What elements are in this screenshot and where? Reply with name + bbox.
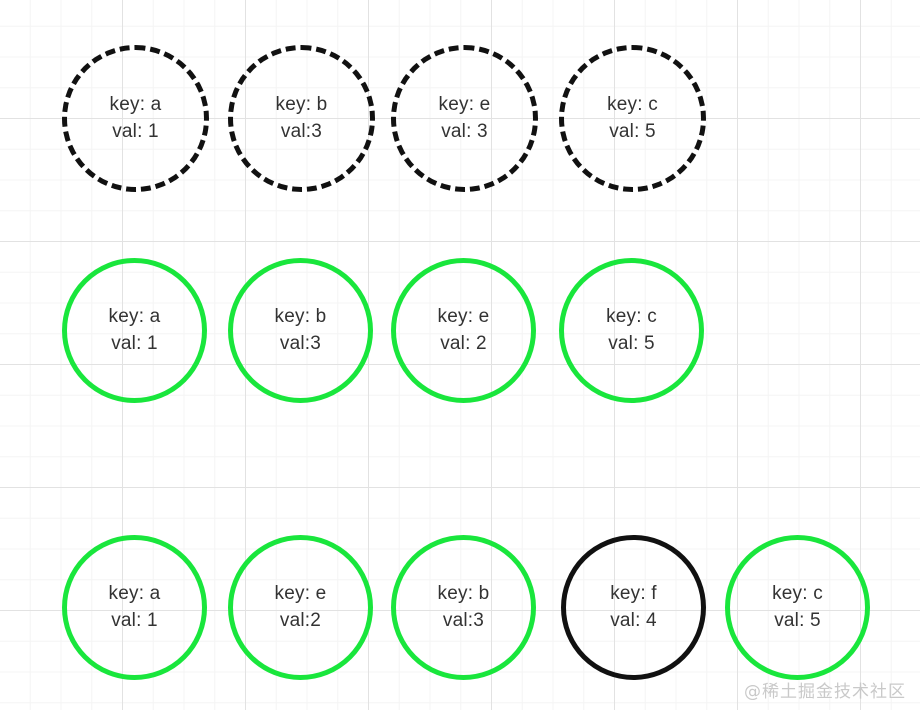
node-val-label: val: 1 bbox=[111, 609, 158, 631]
node-key-label: key: e bbox=[274, 582, 327, 604]
node-key-label: key: a bbox=[108, 582, 161, 604]
node-val-label: val:2 bbox=[279, 609, 322, 631]
circle-node-e: key: e val:2 bbox=[228, 535, 373, 680]
node-val-label: val:3 bbox=[280, 120, 323, 142]
circle-node-c: key: c val: 5 bbox=[559, 45, 706, 192]
circle-node-c: key: c val: 5 bbox=[559, 258, 704, 403]
node-key-label: key: b bbox=[274, 305, 327, 327]
circle-node-a: key: a val: 1 bbox=[62, 258, 207, 403]
node-val-label: val: 5 bbox=[608, 332, 655, 354]
watermark: @稀土掘金技术社区 bbox=[744, 682, 906, 702]
node-val-label: val: 5 bbox=[609, 120, 656, 142]
circle-node-f: key: f val: 4 bbox=[561, 535, 706, 680]
circle-node-e: key: e val: 3 bbox=[391, 45, 538, 192]
circle-node-a: key: a val: 1 bbox=[62, 45, 209, 192]
node-key-label: key: f bbox=[610, 582, 657, 604]
circle-node-b: key: b val:3 bbox=[228, 258, 373, 403]
node-val-label: val: 1 bbox=[111, 332, 158, 354]
node-key-label: key: c bbox=[607, 93, 658, 115]
node-val-label: val: 5 bbox=[774, 609, 821, 631]
node-key-label: key: e bbox=[438, 93, 491, 115]
node-val-label: val:3 bbox=[279, 332, 322, 354]
node-val-label: val: 3 bbox=[441, 120, 488, 142]
circle-node-a: key: a val: 1 bbox=[62, 535, 207, 680]
node-key-label: key: b bbox=[437, 582, 490, 604]
circle-node-e: key: e val: 2 bbox=[391, 258, 536, 403]
node-val-label: val: 4 bbox=[610, 609, 657, 631]
node-val-label: val:3 bbox=[442, 609, 485, 631]
node-key-label: key: c bbox=[606, 305, 657, 327]
circle-node-b: key: b val:3 bbox=[391, 535, 536, 680]
node-val-label: val: 2 bbox=[440, 332, 487, 354]
node-val-label: val: 1 bbox=[112, 120, 159, 142]
node-key-label: key: a bbox=[109, 93, 162, 115]
node-key-label: key: b bbox=[275, 93, 328, 115]
node-key-label: key: e bbox=[437, 305, 490, 327]
circle-node-c: key: c val: 5 bbox=[725, 535, 870, 680]
node-key-label: key: a bbox=[108, 305, 161, 327]
circle-node-b: key: b val:3 bbox=[228, 45, 375, 192]
node-key-label: key: c bbox=[772, 582, 823, 604]
